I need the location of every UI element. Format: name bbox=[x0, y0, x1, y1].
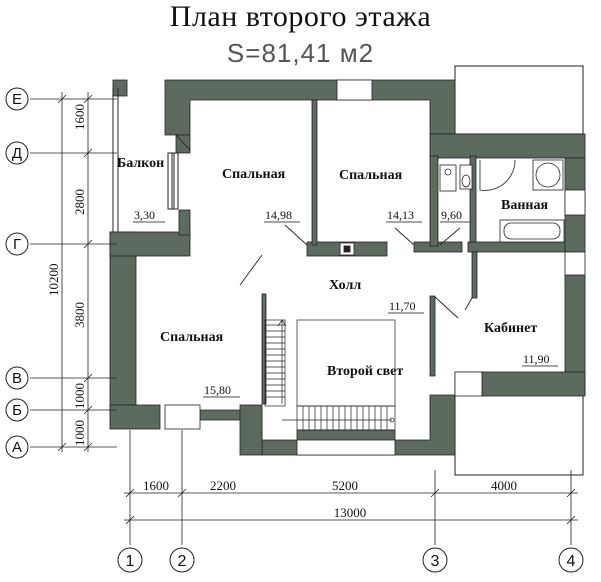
room-name-bedroom-3: Спальная bbox=[160, 330, 224, 345]
room-area-bedroom-2: 14,13 bbox=[387, 208, 414, 222]
dim-h-3: 5200 bbox=[332, 478, 358, 493]
room-name-bedroom-1: Спальная bbox=[222, 167, 286, 182]
room-name-bathroom: Ванная bbox=[501, 198, 548, 213]
horizontal-dimensions bbox=[124, 430, 578, 545]
dim-h-4: 4000 bbox=[491, 478, 517, 493]
dim-h-2: 2200 bbox=[210, 478, 236, 493]
room-name-balcony: Балкон bbox=[117, 156, 164, 171]
room-area-hall: 11,70 bbox=[389, 299, 416, 313]
staircase bbox=[264, 319, 396, 431]
dim-v-3: 3800 bbox=[72, 302, 87, 328]
dim-h-total: 13000 bbox=[334, 505, 367, 520]
axis-label-3: 3 bbox=[431, 553, 440, 570]
vertical-dimensions bbox=[30, 92, 117, 452]
dim-v-4: 1000 bbox=[72, 383, 87, 409]
axis-label-B: Б bbox=[12, 402, 22, 419]
room-name-second-light: Второй свет bbox=[327, 364, 403, 379]
axis-label-4: 4 bbox=[567, 553, 576, 570]
terrace-outline bbox=[454, 65, 584, 135]
axis-label-D: Д bbox=[12, 145, 22, 162]
dim-v-total: 10200 bbox=[46, 264, 61, 297]
axis-label-V: В bbox=[12, 370, 22, 387]
plan-title: План второго этажа bbox=[169, 0, 432, 33]
axis-label-2: 2 bbox=[178, 553, 187, 570]
number-axes bbox=[117, 547, 584, 573]
lower-terrace-outline bbox=[454, 394, 584, 476]
dim-v-1: 1600 bbox=[72, 104, 87, 130]
axis-label-1: 1 bbox=[126, 553, 135, 570]
walls bbox=[109, 79, 586, 456]
dim-v-2: 2800 bbox=[72, 189, 87, 215]
letter-axes bbox=[5, 87, 29, 459]
room-area-bedroom-1: 14,98 bbox=[265, 208, 292, 222]
axis-label-G: Г bbox=[13, 236, 21, 253]
axis-label-A: А bbox=[12, 439, 22, 456]
room-name-bedroom-2: Спальная bbox=[339, 168, 403, 183]
dim-h-1: 1600 bbox=[143, 478, 169, 493]
room-area-bedroom-3: 15,80 bbox=[204, 383, 231, 397]
axis-label-E: Е bbox=[12, 91, 22, 108]
doors bbox=[175, 134, 473, 319]
bathroom-fixtures bbox=[439, 159, 565, 243]
total-area: S=81,41 м2 bbox=[226, 38, 375, 68]
room-area-balcony: 3,30 bbox=[134, 208, 155, 222]
room-name-hall: Холл bbox=[329, 278, 361, 293]
dim-v-5: 1000 bbox=[72, 420, 87, 446]
room-area-study: 11,90 bbox=[523, 352, 550, 366]
room-area-bathroom: 9,60 bbox=[441, 208, 462, 222]
room-name-study: Кабинет bbox=[484, 321, 537, 336]
windows bbox=[164, 79, 586, 456]
